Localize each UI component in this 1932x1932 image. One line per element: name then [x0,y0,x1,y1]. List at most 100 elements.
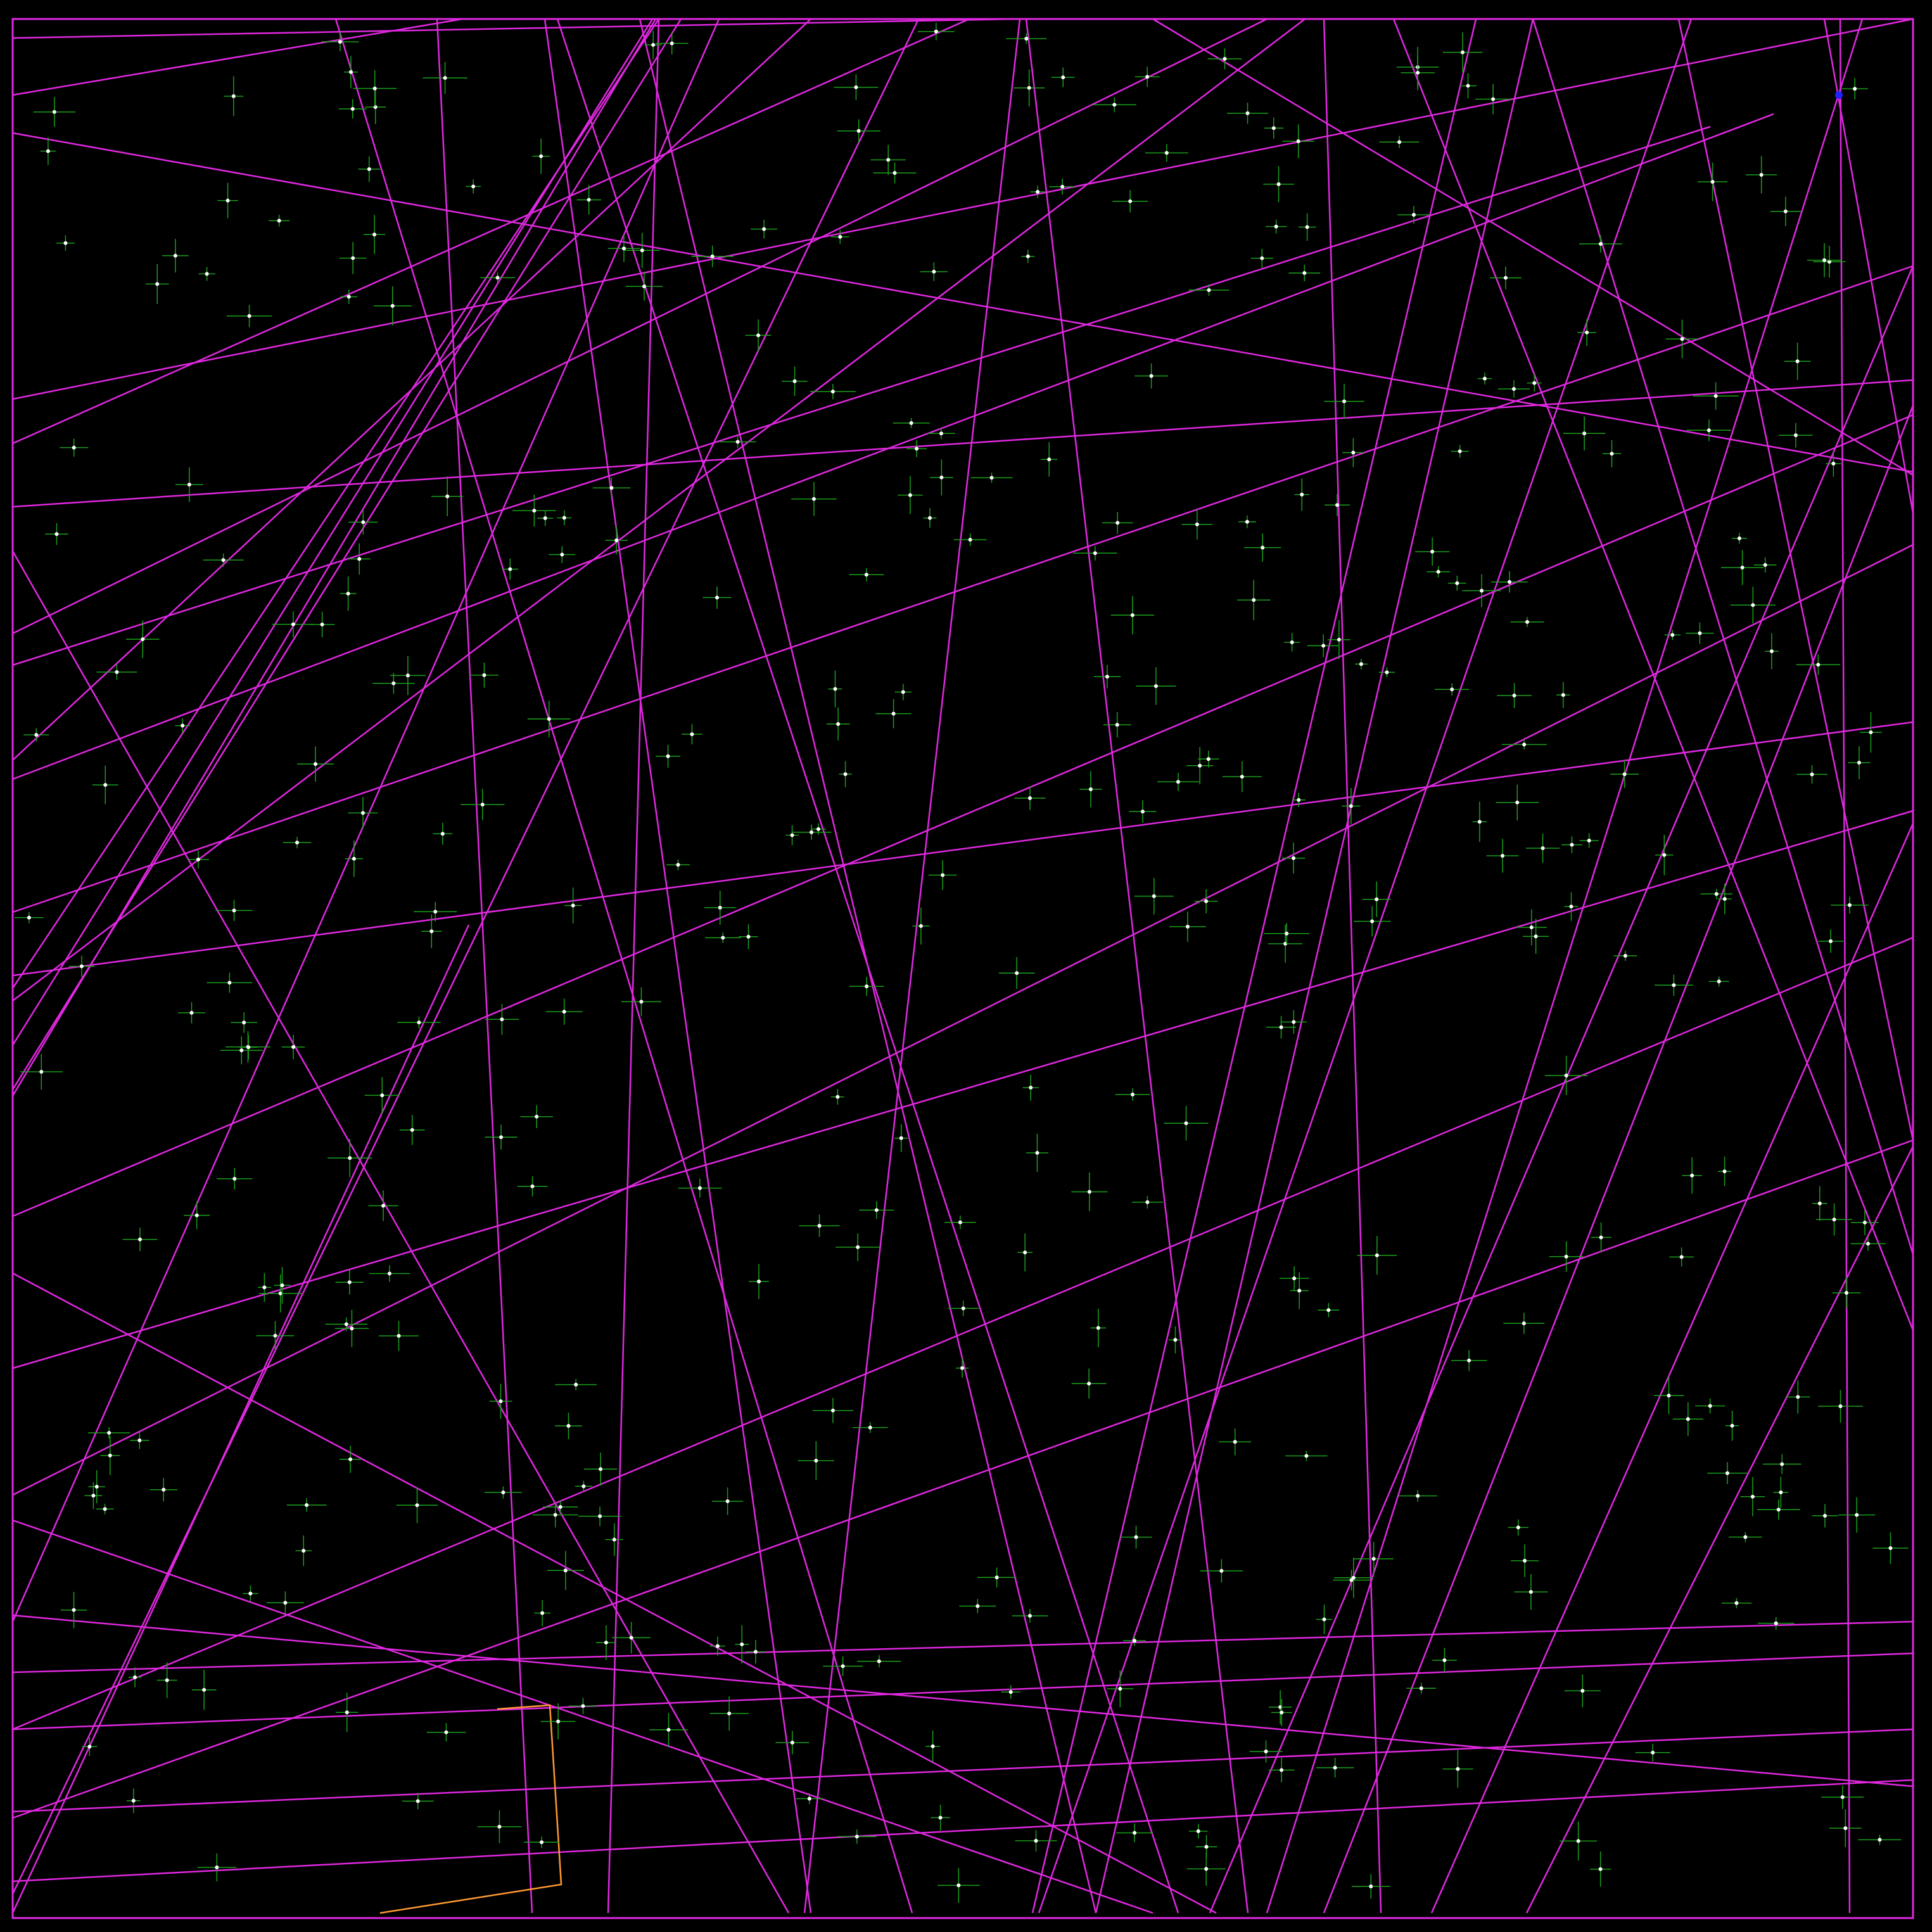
marker-dot [1145,75,1150,79]
point-marker [1462,574,1501,607]
point-marker [1250,248,1273,268]
point-marker [1708,976,1729,987]
point-marker [364,1077,400,1114]
marker-dot [1297,798,1301,802]
point-marker [1497,683,1532,708]
point-marker [1472,801,1487,842]
point-marker [1779,423,1813,448]
point-marker [1817,929,1844,953]
marker-dot [1337,637,1341,642]
frame-border [11,18,1914,1919]
marker-dot [721,936,725,940]
marker-dot [1134,1535,1138,1539]
marker-dot [639,1000,644,1004]
point-marker [340,289,358,304]
point-marker [1784,343,1811,380]
point-marker [810,384,856,400]
marker-dot [558,1505,562,1509]
marker-dot [1326,1308,1331,1312]
point-marker [812,1397,854,1423]
point-marker [1316,1758,1354,1778]
point-marker [1268,1757,1295,1783]
marker-dot [864,573,868,577]
point-marker [149,1478,177,1502]
point-marker [1850,1236,1886,1251]
marker-dot [405,673,410,678]
point-marker [1022,1074,1039,1101]
point-marker [33,97,76,127]
arrangement-line [12,18,463,96]
marker-dot [1035,1150,1039,1155]
marker-dot [1714,892,1719,896]
marker-dot [1029,1086,1033,1090]
point-marker [1602,440,1622,467]
arrangement-line [12,1519,1153,1914]
marker-dot [886,158,891,162]
point-marker [751,219,777,239]
marker-dot [1087,1190,1091,1194]
point-marker [379,1321,419,1351]
point-marker [1773,1477,1789,1508]
marker-dot [291,1045,296,1049]
marker-dot [1679,1255,1684,1259]
point-marker [545,998,583,1025]
marker-dot [1304,1454,1309,1458]
marker-dot [790,1740,794,1745]
marker-dot [202,1687,207,1692]
point-marker [709,1696,749,1731]
marker-dot [1371,1556,1376,1561]
marker-dot [1722,1169,1727,1174]
point-marker [243,1586,258,1602]
marker-dot [273,1333,277,1338]
marker-dot [1708,1404,1712,1408]
arrangement-line [607,18,660,1914]
marker-dot [1416,70,1420,75]
arrangement-line [12,1620,1914,1674]
marker-dot [1564,1254,1568,1259]
marker-dot [1118,1686,1122,1691]
point-marker [1527,374,1542,392]
point-marker [785,825,799,846]
marker-dot [141,637,145,642]
point-marker [1021,250,1035,264]
point-marker [826,707,850,740]
point-marker [1695,1398,1725,1414]
point-marker [937,1867,980,1903]
point-marker [1030,186,1045,198]
point-marker [335,1269,364,1295]
point-marker [894,683,912,701]
marker-dot [246,1045,251,1050]
marker-dot [34,733,39,737]
point-marker [130,1432,149,1449]
point-marker [1298,213,1316,241]
marker-dot [27,915,31,920]
point-marker [1307,634,1340,658]
point-marker [1134,363,1169,389]
arrangement-line [803,18,1021,1914]
arrangement-line [12,1614,1914,1788]
point-marker [898,476,923,514]
marker-dot [1342,399,1347,404]
marker-dot [855,1834,859,1839]
marker-dot [1416,1494,1420,1498]
point-marker [1116,1823,1153,1843]
point-marker [1432,1648,1457,1673]
marker-dot [1292,1276,1297,1281]
point-marker [1164,1105,1209,1141]
arrangement-line [12,113,1774,780]
marker-dot [1219,1568,1224,1573]
point-marker [1577,319,1596,346]
point-marker [1698,162,1728,201]
point-marker [1579,833,1599,848]
marker-dot [1610,452,1614,456]
point-marker [1821,1785,1864,1809]
arrangement-line [11,18,720,1622]
point-marker [1525,834,1560,863]
marker-dot [221,558,226,562]
marker-dot [868,1425,872,1430]
marker-dot [532,509,537,513]
marker-dot [1467,1358,1471,1363]
point-marker [1271,1699,1292,1726]
marker-dot [1115,521,1120,525]
arrangement-line [1095,18,1534,1914]
